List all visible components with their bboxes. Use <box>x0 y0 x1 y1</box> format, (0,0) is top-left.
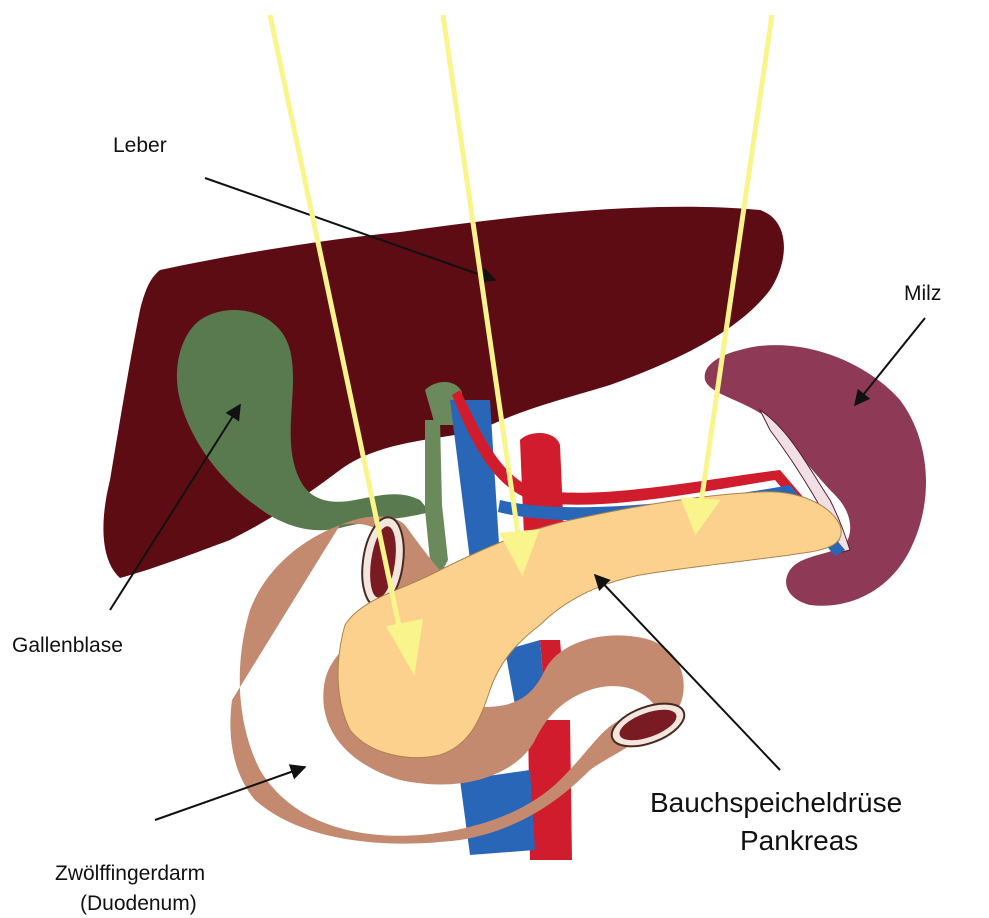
bile-duct <box>425 420 448 575</box>
spleen <box>705 345 926 606</box>
label-gallbladder: Gallenblase <box>12 634 123 657</box>
label-duodenum-line1: Zwölffingerdarm <box>55 862 205 885</box>
label-pancreas-line1: Bauchspeicheldrüse <box>650 787 902 818</box>
label-spleen: Milz <box>904 282 941 305</box>
label-pancreas-line2: Pankreas <box>740 825 858 856</box>
label-liver: Leber <box>113 134 167 157</box>
label-duodenum-line2: (Duodenum) <box>80 892 197 915</box>
